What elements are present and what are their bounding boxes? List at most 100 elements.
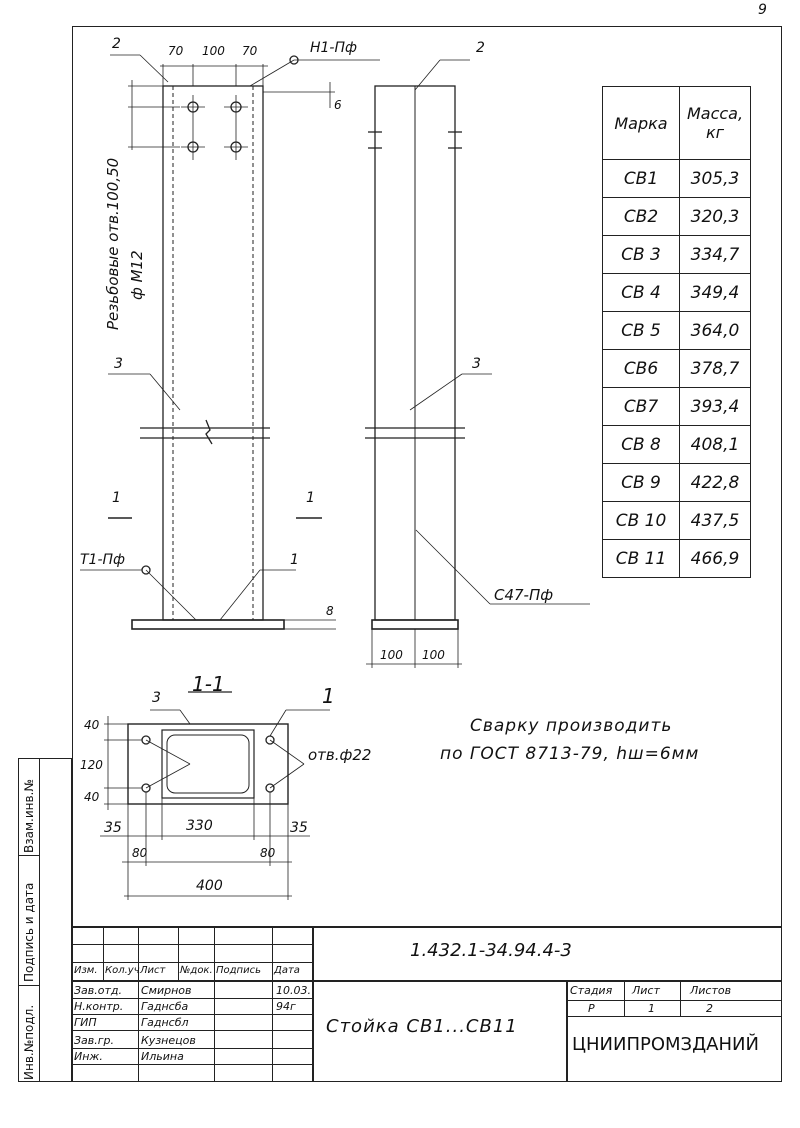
- side-callout-3: 3: [472, 356, 481, 372]
- weld-note-line1: Сварку производить: [470, 716, 673, 736]
- front-section-mark-right: 1: [306, 490, 315, 506]
- side-dim-100-left: 100: [380, 648, 403, 662]
- mass-mark: СВ 3: [602, 235, 680, 274]
- mass-value: 393,4: [679, 387, 751, 426]
- front-dim-8: 8: [326, 604, 334, 618]
- side-strip-blank: [40, 758, 72, 1082]
- front-callout-1: 1: [290, 552, 299, 568]
- side-strip-divider: [18, 855, 40, 856]
- col-header: Дата: [274, 965, 300, 976]
- section-dim-400: 400: [196, 878, 223, 894]
- mass-value: 334,7: [679, 235, 751, 274]
- section-dim-35-left: 35: [104, 820, 122, 836]
- section-dim-80-right: 80: [260, 846, 276, 860]
- mass-value: 466,9: [679, 539, 751, 578]
- front-dim-70-right: 70: [242, 44, 258, 58]
- weld-note-line2: по ГОСТ 8713-79, hш=6мм: [440, 744, 700, 764]
- mass-mark: СВ6: [602, 349, 680, 388]
- section-dim-40-bottom: 40: [84, 790, 100, 804]
- front-weld-bottom: Т1-Пф: [80, 552, 126, 568]
- title-block-name: Смирнов: [141, 984, 192, 997]
- mass-value: 408,1: [679, 425, 751, 464]
- mass-table-header-mark: Марка: [602, 86, 680, 160]
- mass-mark: СВ2: [602, 197, 680, 236]
- mass-mark: СВ1: [602, 159, 680, 198]
- title-block-name: Гаднсба: [141, 1000, 189, 1013]
- front-callout-3: 3: [114, 356, 123, 372]
- section-plate: [127, 723, 289, 805]
- mass-mark: СВ 5: [602, 311, 680, 350]
- col-header: №док.: [180, 965, 213, 976]
- mass-mark: СВ7: [602, 387, 680, 426]
- mass-mark: СВ 11: [602, 539, 680, 578]
- section-callout-1: 1: [322, 684, 335, 708]
- front-holes-note-2: ф М12: [128, 250, 146, 300]
- front-dim-70-left: 70: [168, 44, 184, 58]
- mass-value: 320,3: [679, 197, 751, 236]
- organization: ЦНИИПРОМЗДАНИЙ: [572, 1034, 759, 1055]
- mass-mark: СВ 4: [602, 273, 680, 312]
- title-block-role: Н.контр.: [74, 1000, 124, 1013]
- sheet-value: 1: [648, 1002, 655, 1015]
- mass-mark: СВ 10: [602, 501, 680, 540]
- col-header: Подпись: [216, 965, 261, 976]
- title-block-name: Ильина: [141, 1050, 184, 1063]
- side-strip-divider: [18, 985, 40, 986]
- mass-value: 378,7: [679, 349, 751, 388]
- stage-value: Р: [588, 1002, 595, 1015]
- side-strip: [18, 758, 40, 1082]
- front-base-plate: [131, 619, 285, 630]
- front-dim-6: 6: [334, 98, 342, 112]
- front-section-mark-left: 1: [112, 490, 121, 506]
- col-header: Изм.: [74, 965, 98, 976]
- section-dim-120: 120: [80, 758, 103, 772]
- section-dim-80-left: 80: [132, 846, 148, 860]
- title-block-name: Гаднсбл: [141, 1016, 189, 1029]
- front-column: [162, 85, 264, 621]
- section-callout-3: 3: [152, 690, 161, 706]
- front-dim-100: 100: [202, 44, 225, 58]
- side-weld: С47-Пф: [494, 586, 554, 604]
- sheets-label: Листов: [690, 984, 732, 997]
- mass-table-header-mass: Масса, кг: [679, 86, 751, 160]
- mass-mark: СВ 8: [602, 425, 680, 464]
- doc-code: 1.432.1-34.94.4-3: [410, 940, 572, 961]
- front-holes-note-1: Резьбовые отв.100,50: [104, 157, 122, 330]
- page-number: 9: [758, 2, 767, 18]
- col-header: Лист: [140, 965, 166, 976]
- mass-value: 349,4: [679, 273, 751, 312]
- title-block-role: Зав.отд.: [74, 984, 123, 997]
- drawing-title: Стойка СВ1...СВ11: [326, 1016, 518, 1037]
- mass-value: 364,0: [679, 311, 751, 350]
- side-callout-2: 2: [476, 40, 485, 56]
- col-header: Кол.уч: [105, 965, 140, 976]
- section-dim-330: 330: [186, 818, 213, 834]
- title-block-role: Инж.: [74, 1050, 103, 1063]
- section-dim-35-right: 35: [290, 820, 308, 836]
- section-holes: отв.ф22: [308, 746, 372, 764]
- title-block-role: ГИП: [74, 1016, 97, 1029]
- side-dim-100-right: 100: [422, 648, 445, 662]
- section-title: 1-1: [192, 672, 225, 696]
- stage-label: Стадия: [570, 984, 613, 997]
- mass-value: 305,3: [679, 159, 751, 198]
- mass-mark: СВ 9: [602, 463, 680, 502]
- title-block-date: 94г: [276, 1000, 296, 1013]
- section-dim-40-top: 40: [84, 718, 100, 732]
- title-block-role: Зав.гр.: [74, 1034, 115, 1047]
- title-block-name: Кузнецов: [141, 1034, 196, 1047]
- sheet-label: Лист: [632, 984, 660, 997]
- front-callout-2: 2: [112, 36, 121, 52]
